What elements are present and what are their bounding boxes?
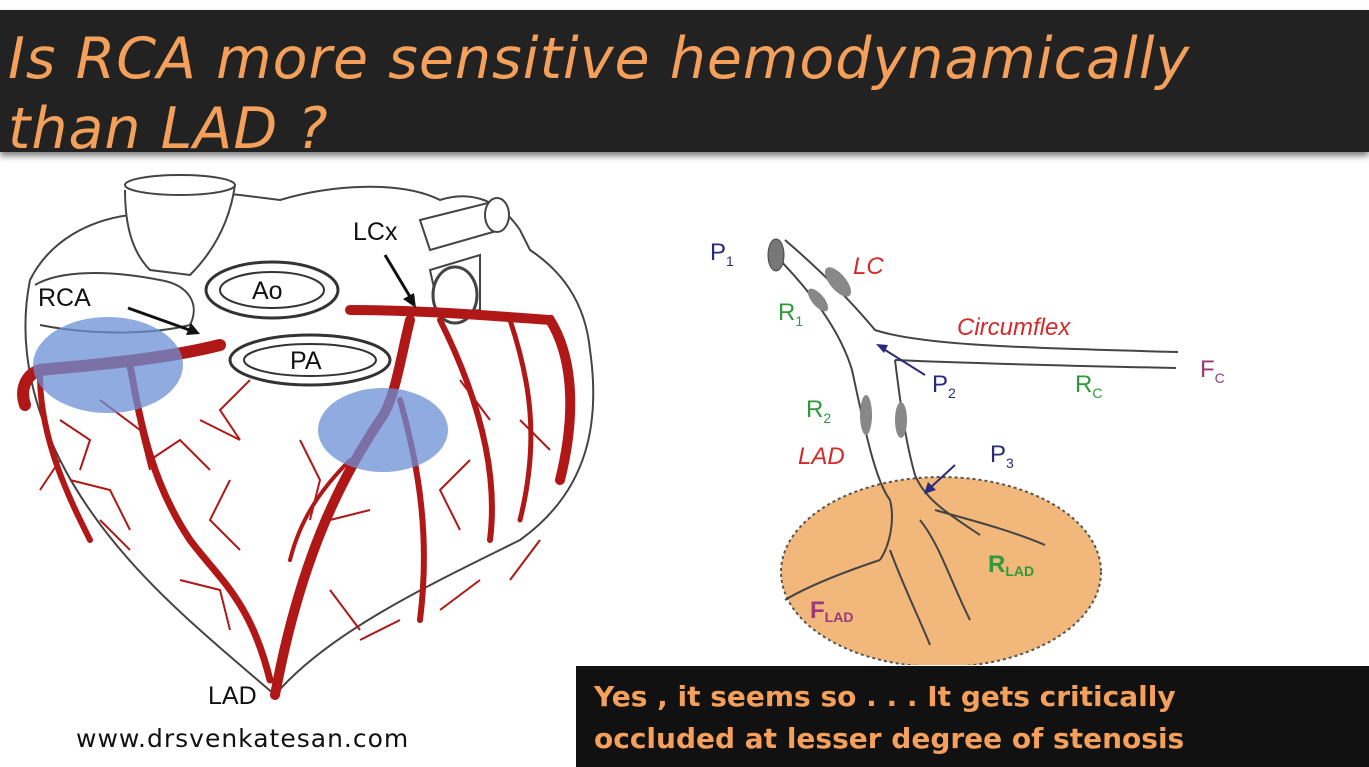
plaque-lad-2 [895, 402, 907, 438]
aorta-ring-inner [219, 271, 325, 309]
circumflex-lower-wall [894, 359, 1177, 369]
heart-outline [24, 185, 595, 697]
pulmonary-vein-upper-opening [484, 197, 510, 233]
plaque-lc-2 [807, 288, 829, 312]
lad-branch-a [784, 559, 881, 601]
branch-diagram: P1 LC R1 Circumflex P2 RC FC R2 LAD P3 R… [710, 238, 1225, 665]
rca-pointer-arrow [127, 306, 196, 334]
ao-label: Ao [252, 277, 283, 305]
website-url: www.drsvenkatesan.com [76, 724, 410, 753]
pa-label: PA [290, 347, 322, 375]
rca-highlight-circle [33, 317, 183, 413]
lad-highlight-circle [318, 388, 448, 472]
rca-branch [37, 372, 93, 543]
p3-arrowhead [924, 482, 936, 494]
p1-label: P1 [710, 239, 734, 269]
lcx-label: LCx [353, 218, 398, 246]
small-vessels [39, 379, 551, 641]
circumflex-label: Circumflex [957, 314, 1071, 341]
obtuse-marginal-2 [507, 317, 534, 523]
small-vessel [39, 379, 551, 641]
main-vessel-right-wall [784, 239, 1179, 353]
p2-arrowhead [876, 344, 888, 353]
p3-label: P3 [990, 441, 1014, 471]
fc-label: FC [1200, 356, 1225, 386]
answer-box: Yes , it seems so . . . It gets critical… [576, 666, 1369, 767]
aorta-top-opening [124, 174, 236, 196]
lad-right-wall [894, 359, 981, 536]
lcx-artery [345, 305, 576, 485]
lc-label: LC [853, 253, 884, 280]
lad-branch-label: LAD [798, 443, 845, 470]
plaque-lad-1 [860, 395, 872, 435]
rca-pointer-arrowhead [186, 323, 200, 335]
lad-branch-b [934, 509, 1046, 546]
answer-line-1: Yes , it seems so . . . It gets critical… [594, 680, 1176, 713]
lad-branch-d [889, 549, 931, 646]
rlad-label: RLAD [988, 551, 1034, 579]
r1-label: R1 [778, 299, 803, 329]
aorta-trunk [124, 184, 236, 277]
vessel-cut-end [767, 238, 785, 272]
lcx-pointer-arrowhead [403, 293, 416, 308]
lcx-pointer-arrow [383, 254, 414, 301]
heart-diagram: RCA LCx Ao PA LAD [17, 174, 595, 705]
title-line-2: than LAD ? [8, 96, 329, 162]
title-bar: Is RCA more sensitive hemodynamically th… [0, 10, 1369, 162]
lad-label: LAD [208, 682, 257, 705]
lad-branch-c [919, 519, 971, 621]
flad-label: FLAD [810, 597, 853, 625]
rc-label: RC [1075, 371, 1102, 401]
rca-label: RCA [38, 284, 91, 312]
coronary-arteries [17, 305, 576, 700]
lad-perfusion-territory [780, 476, 1102, 665]
p2-label: P2 [932, 371, 956, 401]
plaque-lc-1 [824, 267, 852, 297]
r2-label: R2 [806, 396, 831, 426]
answer-line-2: occluded at lesser degree of stenosis [594, 722, 1185, 755]
title-line-1: Is RCA more sensitive hemodynamically [8, 26, 1191, 92]
p3-arrow [929, 464, 956, 489]
pa-ring-inner [243, 343, 377, 377]
obtuse-marginal [437, 317, 495, 543]
rca-marginal [126, 361, 274, 684]
p2-arrow [881, 347, 926, 376]
